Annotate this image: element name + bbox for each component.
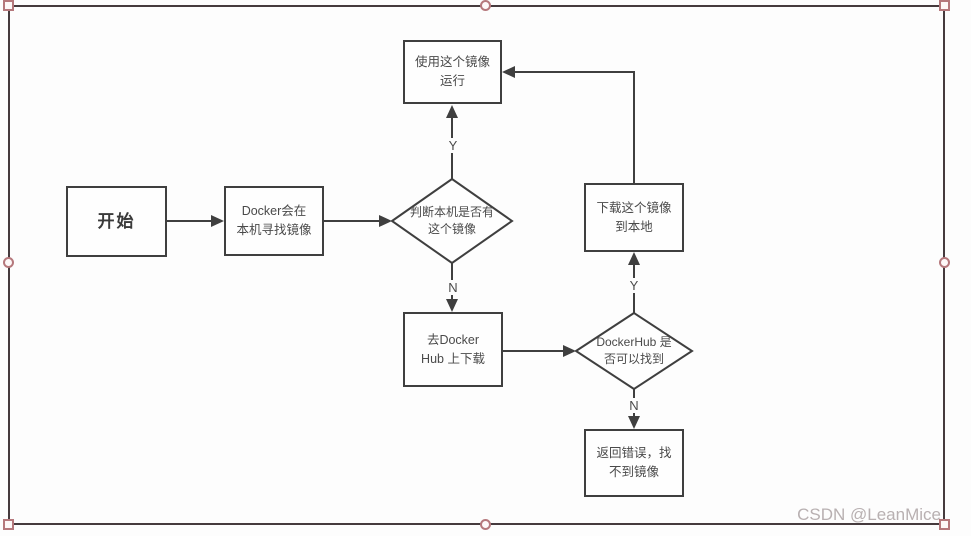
node-return-error: 返回错误，找 不到镜像 bbox=[584, 429, 684, 497]
edge-label-hub-yes: Y bbox=[626, 278, 642, 293]
resize-handle-right-middle[interactable] bbox=[939, 257, 950, 268]
node-go-dockerhub: 去Docker Hub 上下载 bbox=[403, 312, 503, 387]
node-search-local: Docker会在 本机寻找镜像 bbox=[224, 186, 324, 256]
node-download-image-line1: 下载这个镜像 bbox=[596, 200, 672, 215]
edge-label-hub-no: N bbox=[626, 398, 642, 413]
resize-handle-top-left[interactable] bbox=[3, 0, 14, 11]
edge-label-local-no: N bbox=[445, 280, 461, 295]
resize-handle-bottom-center[interactable] bbox=[480, 519, 491, 530]
resize-handle-top-center[interactable] bbox=[480, 0, 491, 11]
node-search-local-line1: Docker会在 bbox=[241, 204, 307, 219]
arrowhead-to-error bbox=[628, 416, 640, 429]
arrowhead-to-download bbox=[628, 252, 640, 265]
node-use-image: 使用这个镜像 运行 bbox=[403, 40, 502, 104]
decision-hub-diamond bbox=[574, 311, 694, 391]
node-search-local-line2: 本机寻找镜像 bbox=[236, 223, 312, 237]
node-use-image-line2: 运行 bbox=[439, 74, 465, 88]
resize-handle-left-middle[interactable] bbox=[3, 257, 14, 268]
arrowhead-to-decision-hub bbox=[563, 345, 576, 357]
arrowhead-to-godhub bbox=[446, 299, 458, 312]
node-start: 开始 bbox=[66, 186, 167, 257]
node-use-image-line1: 使用这个镜像 bbox=[414, 55, 490, 70]
resize-handle-bottom-right[interactable] bbox=[939, 519, 950, 530]
node-download-image-line2: 到本地 bbox=[615, 219, 653, 234]
edge-label-local-yes: Y bbox=[445, 138, 461, 153]
node-download-image: 下载这个镜像 到本地 bbox=[584, 183, 684, 252]
edge-download-to-use bbox=[513, 71, 635, 183]
resize-handle-top-right[interactable] bbox=[939, 0, 950, 11]
node-go-dockerhub-line1: 去Docker bbox=[426, 332, 480, 347]
arrowhead-to-use-from-download bbox=[502, 66, 515, 78]
arrowhead-to-decision-local bbox=[379, 215, 392, 227]
csdn-watermark: CSDN @LeanMice bbox=[797, 505, 941, 524]
node-go-dockerhub-line2: Hub 上下载 bbox=[421, 351, 485, 366]
node-return-error-line2: 不到镜像 bbox=[608, 465, 659, 479]
decision-local-diamond bbox=[390, 177, 514, 265]
node-start-label: 开始 bbox=[97, 211, 136, 231]
arrowhead-to-use bbox=[446, 105, 458, 118]
node-return-error-line1: 返回错误，找 bbox=[596, 446, 672, 461]
arrowhead-to-search bbox=[211, 215, 224, 227]
resize-handle-bottom-left[interactable] bbox=[3, 519, 14, 530]
